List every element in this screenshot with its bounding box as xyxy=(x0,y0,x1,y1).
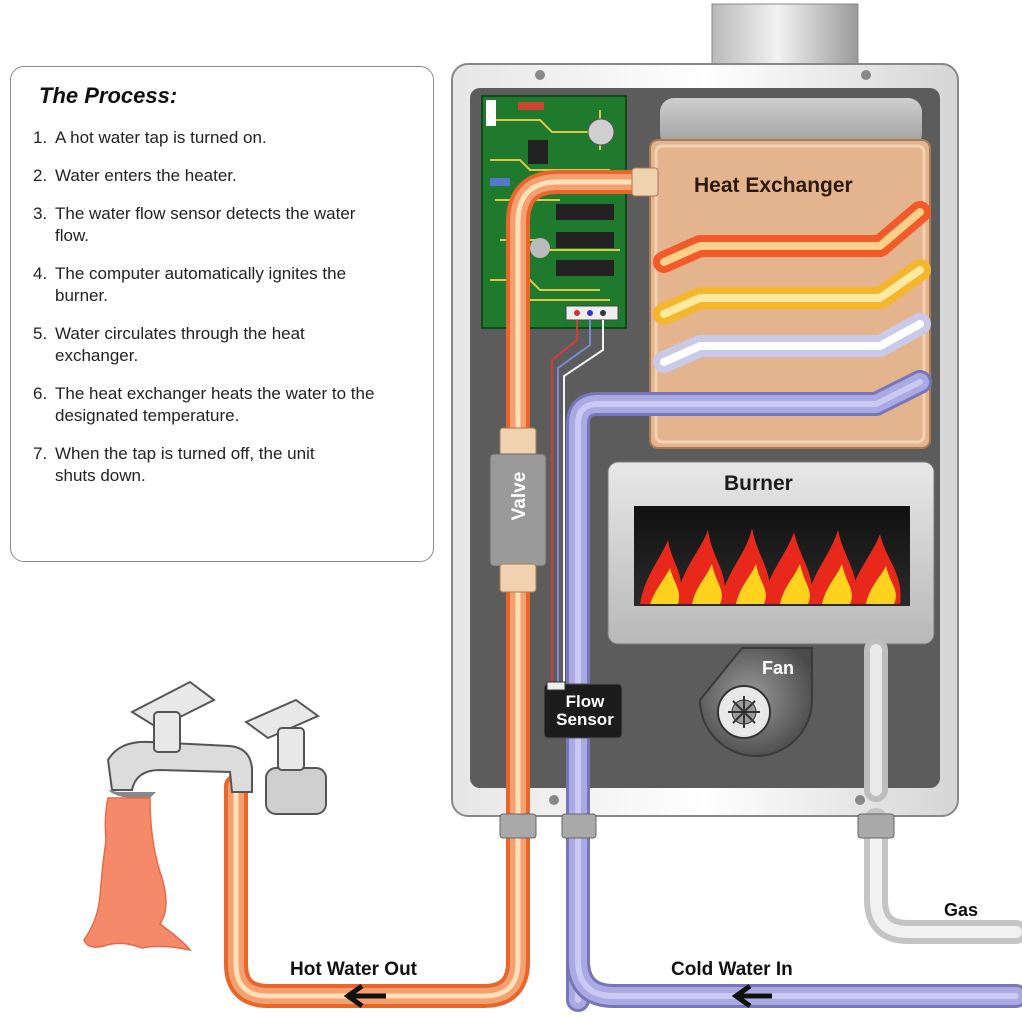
step-text: A hot water tap is turned on. xyxy=(55,128,267,147)
cold-water-in-label: Cold Water In xyxy=(671,959,793,980)
flow-sensor-connector xyxy=(546,681,566,691)
process-step: 7. When the tap is turned off, the unit s… xyxy=(33,443,415,487)
flow-sensor-label: Flow Sensor xyxy=(549,693,621,729)
mount-screw xyxy=(535,70,545,80)
process-title: The Process: xyxy=(39,83,178,108)
process-panel: The Process: 1. A hot water tap is turned… xyxy=(10,66,434,562)
burner-flames xyxy=(640,528,901,604)
mount-screw xyxy=(549,795,559,805)
valve-label: Valve xyxy=(509,471,530,521)
faucet xyxy=(106,680,327,815)
exchanger-inlet-fitting xyxy=(631,167,659,197)
mount-screw xyxy=(855,795,865,805)
circuit-board xyxy=(481,95,627,329)
process-step: 5. Water circulates through the heat exch… xyxy=(33,323,415,367)
hot-water-out-label: Hot Water Out xyxy=(290,959,418,980)
step-text: Water circulates through the heat exchan… xyxy=(55,324,305,365)
step-number: 2. xyxy=(33,166,48,185)
step-number: 1. xyxy=(33,128,48,147)
process-step: 6. The heat exchanger heats the water to … xyxy=(33,383,415,427)
step-text: The heat exchanger heats the water to th… xyxy=(55,384,375,425)
exhaust-chimney xyxy=(711,3,859,67)
exchanger-coils xyxy=(653,201,931,373)
process-step: 3. The water flow sensor detects the wate… xyxy=(33,203,415,247)
fan xyxy=(698,647,813,757)
mount-screw xyxy=(861,70,871,80)
sensor-wires xyxy=(551,320,604,690)
valve xyxy=(489,427,547,593)
burner xyxy=(607,461,935,645)
gas-pipe xyxy=(864,638,1022,944)
step-text: The computer automatically ignites the b… xyxy=(55,264,347,305)
hot-water-pipe xyxy=(224,170,648,1008)
process-step: 2. Water enters the heater. xyxy=(33,165,415,187)
hot-water-arrow-icon xyxy=(343,983,386,1009)
step-number: 4. xyxy=(33,264,48,283)
step-number: 5. xyxy=(33,324,48,343)
cold-water-arrow-icon xyxy=(731,983,772,1009)
flow-sensor-label-line1: Flow xyxy=(565,692,605,711)
step-number: 6. xyxy=(33,384,48,403)
step-text: The water flow sensor detects the water … xyxy=(55,204,356,245)
step-text: Water enters the heater. xyxy=(55,166,237,185)
bottom-fittings xyxy=(499,813,895,839)
step-number: 7. xyxy=(33,444,48,463)
gas-label: Gas xyxy=(944,900,979,920)
burner-label: Burner xyxy=(724,472,793,495)
hot-water-stream xyxy=(83,797,192,952)
process-step: 1. A hot water tap is turned on. xyxy=(33,127,415,149)
fan-label: Fan xyxy=(762,658,795,678)
process-step: 4. The computer automatically ignites the… xyxy=(33,263,415,307)
flow-sensor xyxy=(543,683,623,739)
step-text: When the tap is turned off, the unit shu… xyxy=(55,444,315,485)
cold-water-pipe xyxy=(566,370,1022,1012)
heat-exchanger-label: Heat Exchanger xyxy=(694,174,853,197)
flow-sensor-label-line2: Sensor xyxy=(556,710,614,729)
step-number: 3. xyxy=(33,204,48,223)
